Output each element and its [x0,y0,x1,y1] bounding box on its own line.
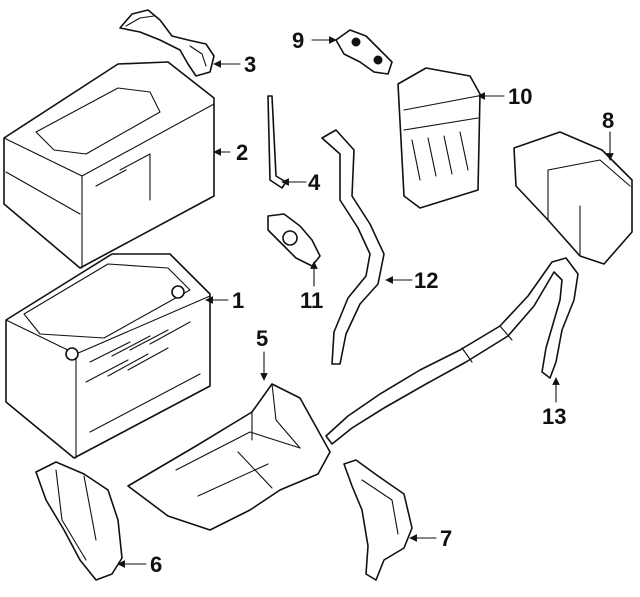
callout-6: 6 [150,552,162,577]
part-5-tray[interactable] [127,383,331,531]
callout-11: 11 [300,288,323,313]
part-3-bracket[interactable] [119,9,215,77]
part-2-battery-cover[interactable] [3,61,215,269]
leader-lines [117,36,614,568]
part-6-bracket[interactable] [35,461,123,581]
callout-4: 4 [308,170,321,195]
callout-5: 5 [256,326,268,351]
callout-7: 7 [440,526,452,551]
part-9-terminal[interactable] [335,29,393,75]
part-11-sensor[interactable] [267,213,321,267]
callout-10: 10 [508,84,532,109]
callout-8: 8 [602,108,614,133]
part-8-fuse-cover[interactable] [513,131,633,265]
part-12-cable[interactable] [321,129,385,365]
callout-9: 9 [292,28,304,53]
callout-2: 2 [236,140,248,165]
callouts: 1 2 3 4 5 6 7 8 9 10 11 12 13 [150,28,614,577]
part-4-rod[interactable] [267,95,287,189]
part-1-battery[interactable] [5,253,211,459]
part-7-bracket[interactable] [343,459,413,581]
part-13-cable[interactable] [325,257,579,445]
callout-13: 13 [542,404,566,429]
callout-1: 1 [232,288,244,313]
callout-12: 12 [414,268,438,293]
callout-3: 3 [244,52,256,77]
part-10-fuse-box[interactable] [397,67,481,209]
